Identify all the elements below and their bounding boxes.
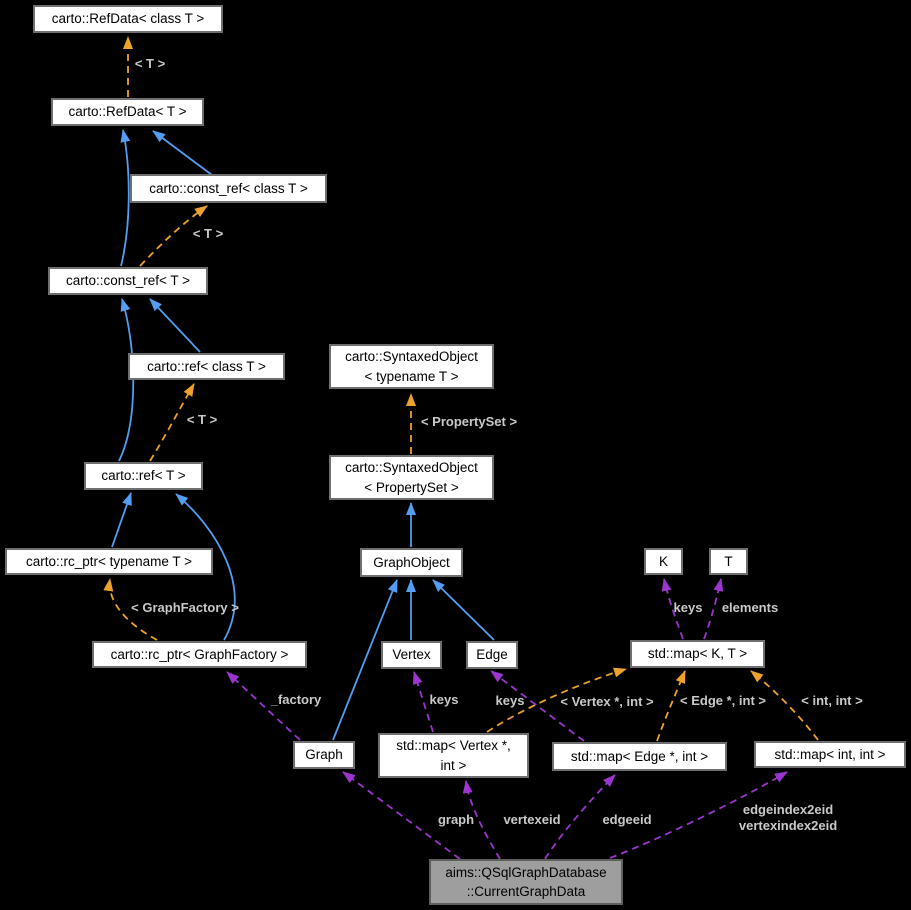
node-carto-refdata-class-t[interactable]: carto::RefData< class T > xyxy=(33,5,223,33)
node-std-map-int-int[interactable]: std::map< int, int > xyxy=(754,741,906,768)
usage-edge-current-to-graph xyxy=(342,771,461,860)
node-graphobject[interactable]: GraphObject xyxy=(360,548,463,577)
node-edge[interactable]: Edge xyxy=(466,641,518,669)
node-carto-rc-ptr-graphfactory[interactable]: carto::rc_ptr< GraphFactory > xyxy=(92,641,307,668)
inherit-edge-graph-to-graphobject xyxy=(332,579,398,741)
usage-edge-mapedge-to-edge xyxy=(490,670,585,742)
template-edge-mapint-to-mapkt xyxy=(750,670,819,741)
template-edge-ref-t-to-ref-classt xyxy=(149,383,195,462)
node-carto-const-ref-class-t[interactable]: carto::const_ref< class T > xyxy=(130,174,327,203)
usage-edge-mapkt-to-t xyxy=(703,578,724,640)
template-edge-rcptr-graphfactory-to-typename xyxy=(103,578,158,641)
node-vertex[interactable]: Vertex xyxy=(381,641,442,669)
node-std-map-edge-int[interactable]: std::map< Edge *, int > xyxy=(552,742,727,771)
usage-edge-current-to-mapedge xyxy=(544,774,616,860)
usage-edge-current-to-mapvertex xyxy=(462,780,501,860)
node-t[interactable]: T xyxy=(709,548,748,575)
node-carto-const-ref-t[interactable]: carto::const_ref< T > xyxy=(48,267,208,295)
usage-edge-current-to-mapint xyxy=(609,771,788,859)
node-graph[interactable]: Graph xyxy=(293,741,355,769)
inherit-edge-constref-classt-to-refdata-t xyxy=(152,130,213,176)
inherit-edge-ref-t-to-constref-t xyxy=(118,298,135,462)
template-edge-mapedge-to-mapkt xyxy=(656,670,686,742)
node-carto-syntaxedobject-propertyset[interactable]: carto::SyntaxedObject < PropertySet > xyxy=(329,455,494,500)
inherit-edge-ref-classt-to-constref-t xyxy=(149,298,201,353)
node-carto-ref-t[interactable]: carto::ref< T > xyxy=(84,462,203,490)
template-edge-mapvertex-to-mapkt xyxy=(486,667,627,733)
node-carto-syntaxedobject-typename-t[interactable]: carto::SyntaxedObject < typename T > xyxy=(329,344,494,389)
node-std-map-k-t[interactable]: std::map< K, T > xyxy=(630,640,765,668)
node-k[interactable]: K xyxy=(644,548,683,575)
inherit-edge-rcptr-graphfactory-to-ref-t xyxy=(175,493,236,641)
node-std-map-vertex-int[interactable]: std::map< Vertex *, int > xyxy=(378,733,529,778)
node-carto-rc-ptr-typename-t[interactable]: carto::rc_ptr< typename T > xyxy=(5,548,213,575)
node-carto-ref-class-t[interactable]: carto::ref< class T > xyxy=(128,353,285,380)
usage-edge-mapkt-to-k xyxy=(661,578,684,640)
usage-edge-graph-to-rcptr-factory xyxy=(226,671,301,741)
inherit-edge-constref-t-to-refdata-t xyxy=(120,129,131,267)
node-carto-refdata-t[interactable]: carto::RefData< T > xyxy=(51,98,204,126)
template-edge-constref-t-to-constref-classt xyxy=(139,205,208,267)
usage-edge-mapvertex-to-vertex xyxy=(412,671,434,733)
inherit-edge-rcptr-typename-to-ref-t xyxy=(111,492,132,548)
node-current-graph-data: aims::QSqlGraphDatabase ::CurrentGraphDa… xyxy=(429,859,623,905)
inherit-edge-edge-to-graphobject xyxy=(432,579,495,641)
